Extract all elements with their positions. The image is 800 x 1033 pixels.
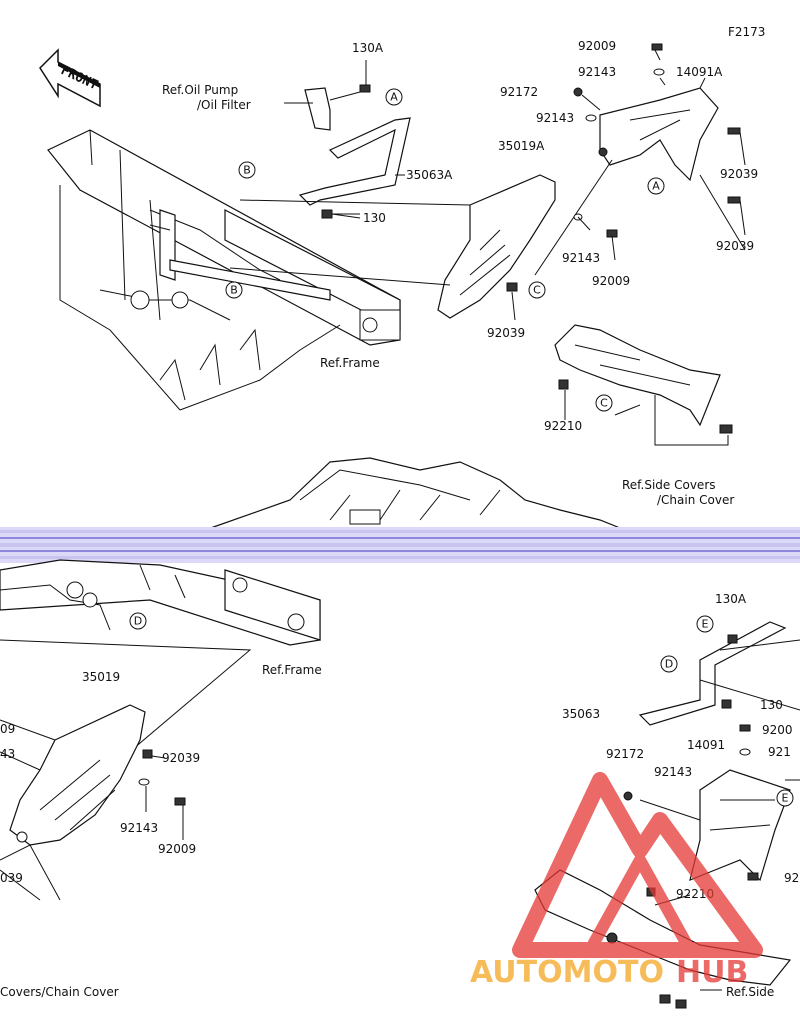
svg-text:E: E [702, 618, 709, 631]
svg-text:B: B [230, 284, 238, 297]
label-130-bottom: 130 [760, 698, 783, 712]
label-35063a: 35063A [406, 168, 453, 182]
cover-35019a [437, 174, 556, 319]
svg-text:C: C [533, 284, 541, 297]
label-921-partial: 921 [768, 745, 791, 759]
label-ref-side-covers: Ref.Side Covers [622, 478, 716, 492]
label-ref-oil-pump: Ref.Oil Pump [162, 83, 238, 97]
label-35063: 35063 [562, 707, 600, 721]
label-35019a: 35019A [498, 139, 545, 153]
label-14091: 14091 [687, 738, 725, 752]
frame-middle [204, 457, 626, 531]
label-ref-chain-cover: /Chain Cover [657, 493, 734, 507]
label-130-top: 130 [363, 211, 386, 225]
label-92009-a: 92009 [578, 39, 616, 53]
svg-text:B: B [243, 164, 251, 177]
label-35019: 35019 [82, 670, 120, 684]
svg-text:A: A [390, 91, 398, 104]
label-92172-bottom: 92172 [606, 747, 644, 761]
svg-text:D: D [134, 615, 142, 628]
label-ref-covers-chain-cover: Covers/Chain Cover [0, 985, 119, 999]
callout-a2: A [647, 177, 665, 195]
front-arrow-icon: FRONT [39, 48, 101, 108]
label-09-partial: 09 [0, 722, 15, 736]
diagram-id: F2173 [728, 25, 765, 39]
label-92039-a: 92039 [720, 167, 758, 181]
label-92143-bottom-right: 92143 [654, 765, 692, 779]
label-92039-b: 92039 [716, 239, 754, 253]
callout-d1: D [129, 612, 147, 630]
cover-14091a [599, 87, 719, 182]
callout-c1: C [528, 281, 546, 299]
label-14091a: 14091A [676, 65, 723, 79]
oil-pump-bracket [304, 87, 331, 131]
callout-e2: E [776, 789, 794, 807]
frame-top [47, 129, 401, 411]
pipe-35063a [298, 117, 411, 206]
label-9200-partial: 9200 [762, 723, 793, 737]
svg-text:A: A [652, 180, 660, 193]
callout-b2: B [225, 281, 243, 299]
label-92143-b: 92143 [536, 111, 574, 125]
label-ref-frame-bottom: Ref.Frame [262, 663, 322, 677]
frame-bottom [0, 559, 321, 646]
label-92143-c: 92143 [562, 251, 600, 265]
label-92-partial: 92 [784, 871, 799, 885]
label-92039-bottom: 92039 [162, 751, 200, 765]
bolt-130a-top [329, 60, 371, 101]
label-130a-bottom: 130A [715, 592, 747, 606]
label-92009-b: 92009 [592, 274, 630, 288]
svg-text:D: D [665, 658, 673, 671]
label-ref-oil-filter: /Oil Filter [197, 98, 251, 112]
automotohub-watermark-logo: AUTOMOTO HUB [470, 772, 763, 990]
label-ref-side-bottom: Ref.Side [726, 985, 774, 999]
label-92210-top: 92210 [544, 419, 582, 433]
label-92143-a: 92143 [578, 65, 616, 79]
leaders-top [284, 77, 746, 420]
callout-d2: D [660, 655, 678, 673]
label-43-partial: 43 [0, 747, 15, 761]
callout-a1: A [385, 88, 403, 106]
callout-b1: B [238, 161, 256, 179]
fasteners-top-right [506, 43, 741, 292]
svg-text:C: C [600, 397, 608, 410]
label-92039-c: 92039 [487, 326, 525, 340]
watermark-text-b: HUB [676, 955, 748, 990]
svg-text:E: E [782, 792, 789, 805]
label-92009-bottom: 92009 [158, 842, 196, 856]
scan-noise-band [0, 527, 800, 563]
pipe-35063 [638, 621, 800, 726]
label-130a-top: 130A [352, 41, 384, 55]
cover-35019 [9, 704, 186, 846]
label-ref-frame-top: Ref.Frame [320, 356, 380, 370]
label-92143-bottom: 92143 [120, 821, 158, 835]
chain-cover-top [554, 324, 733, 446]
label-92172-top: 92172 [500, 85, 538, 99]
watermark-text-a: AUTOMOTO [470, 955, 664, 990]
label-039-partial: 039 [0, 871, 23, 885]
callout-c2: C [595, 394, 613, 412]
callout-e1: E [696, 615, 714, 633]
